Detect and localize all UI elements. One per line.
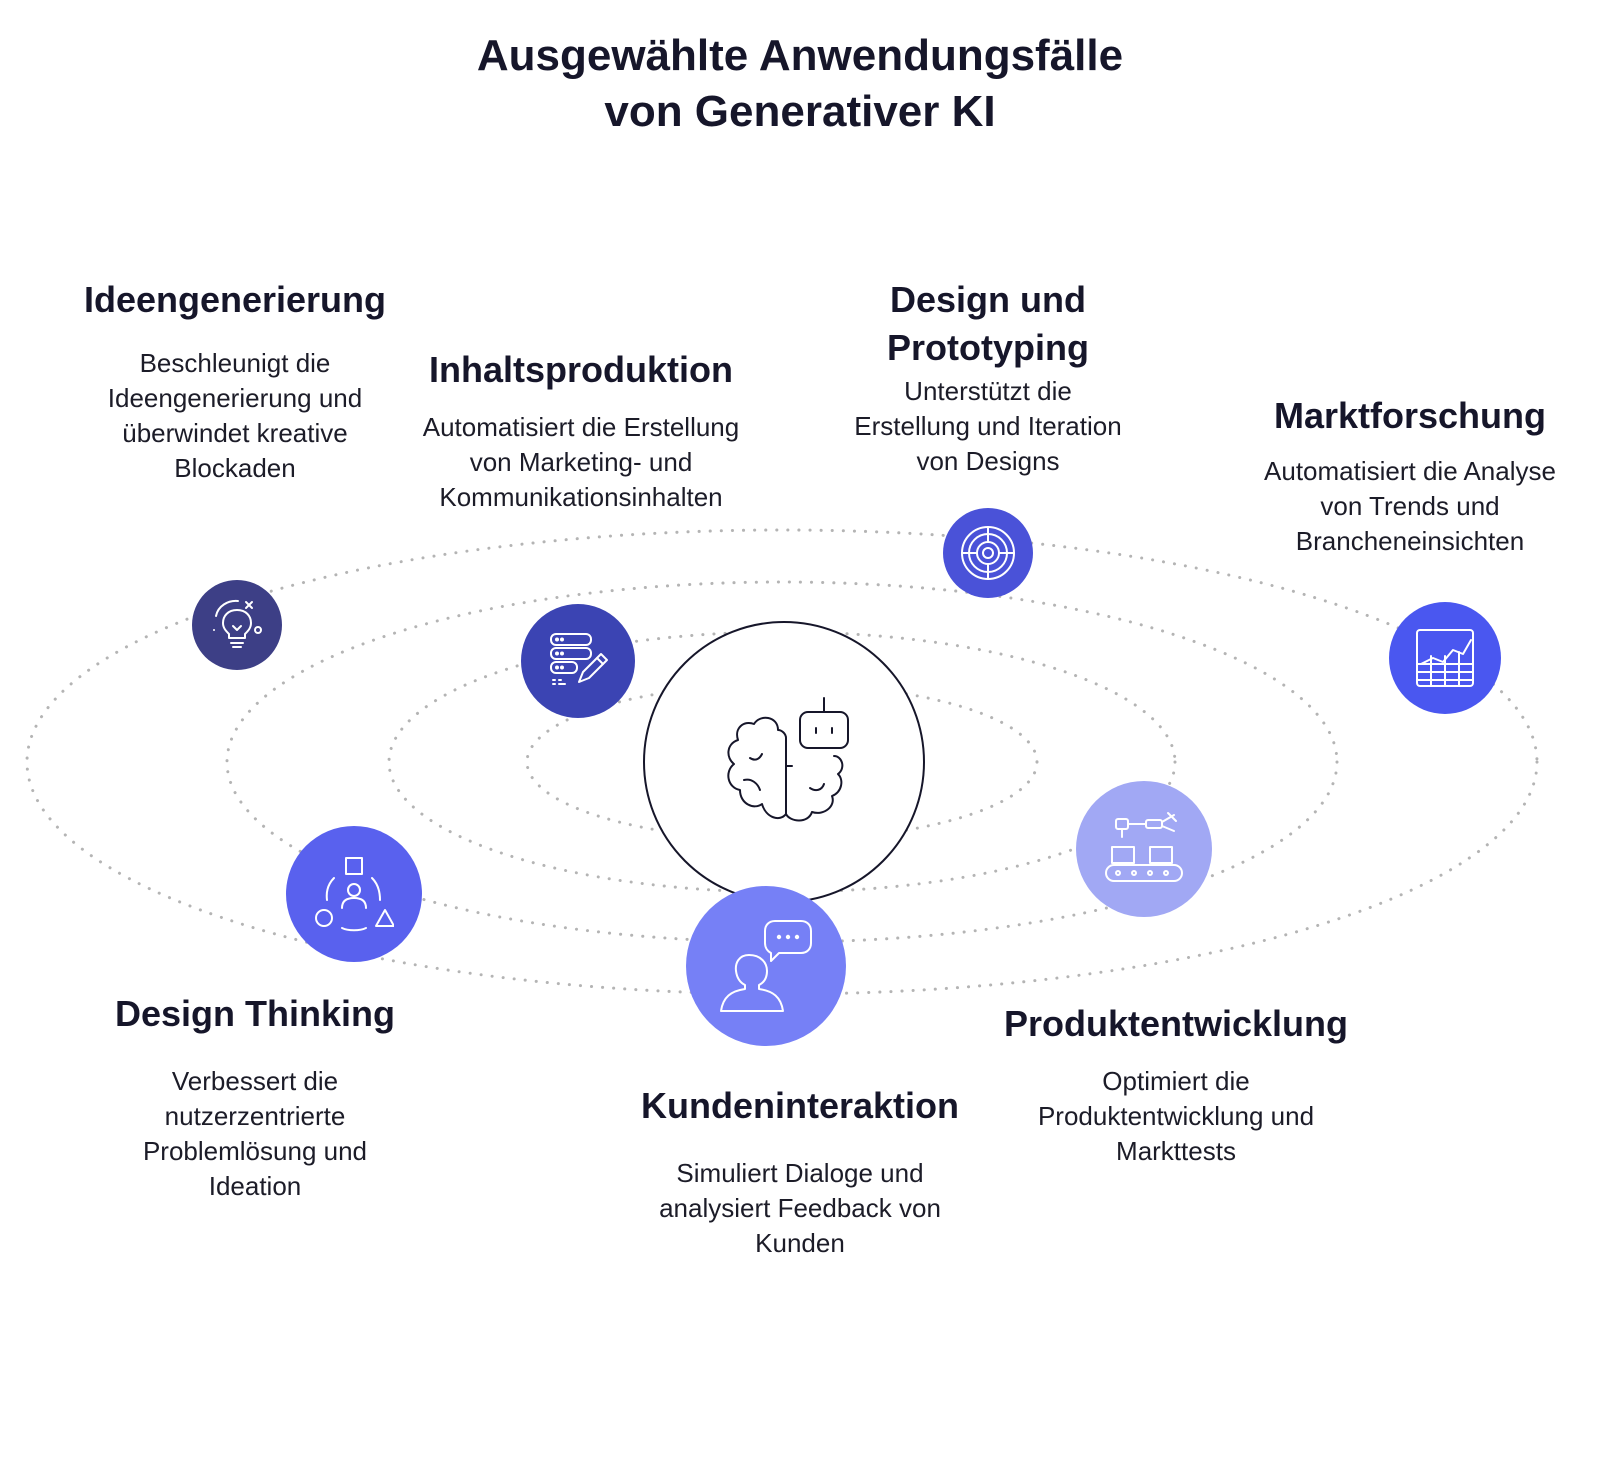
person-chat-icon xyxy=(720,920,812,1012)
page-title: Ausgewählte Anwendungsfälle von Generati… xyxy=(0,28,1600,140)
description-kundeninteraktion: Simuliert Dialoge und analysiert Feedbac… xyxy=(659,1158,941,1258)
description-produktentwicklung: Optimiert die Produktentwicklung und Mar… xyxy=(1037,1066,1315,1166)
heading-design-prototyping: Design und Prototyping xyxy=(887,279,1089,368)
chart-table-icon xyxy=(1416,629,1474,687)
title-line-2: von Generativer KI xyxy=(604,87,996,136)
title-line-1: Ausgewählte Anwendungsfälle xyxy=(476,31,1124,80)
label-design-thinking: Design Thinking Verbessert die nutzerzen… xyxy=(90,990,420,1204)
description-design-thinking: Verbessert die nutzerzentrierte Probleml… xyxy=(142,1066,368,1201)
node-inhaltsproduktion[interactable] xyxy=(521,604,635,718)
target-gear-icon xyxy=(961,526,1015,580)
orbit-ring-2 xyxy=(225,580,1339,944)
label-inhaltsproduktion: Inhaltsproduktion Automatisiert die Erst… xyxy=(386,346,776,515)
heading-inhaltsproduktion: Inhaltsproduktion xyxy=(429,349,733,390)
label-design-prototyping: Design und Prototyping Unterstützt die E… xyxy=(818,276,1158,479)
node-marktforschung[interactable] xyxy=(1389,602,1501,714)
node-ideengenerierung[interactable] xyxy=(192,580,282,670)
label-ideengenerierung: Ideengenerierung Beschleunigt die Ideeng… xyxy=(60,276,410,486)
shapes-person-icon xyxy=(315,857,394,932)
content-edit-icon xyxy=(550,633,608,685)
node-produktentwicklung[interactable] xyxy=(1076,781,1212,917)
orbit-ring-4 xyxy=(525,682,1039,842)
description-marktforschung: Automatisiert die Analyse von Trends und… xyxy=(1264,456,1556,556)
lightbulb-icon xyxy=(213,599,262,648)
heading-produktentwicklung: Produktentwicklung xyxy=(1003,1003,1349,1044)
label-kundeninteraktion: Kundeninteraktion Simuliert Dialoge und … xyxy=(610,1082,990,1261)
description-inhaltsproduktion: Automatisiert die Erstellung von Marketi… xyxy=(422,412,740,512)
label-produktentwicklung: Produktentwicklung Optimiert die Produkt… xyxy=(976,1000,1376,1169)
node-kundeninteraktion[interactable] xyxy=(686,886,846,1046)
brain-robot-icon xyxy=(720,696,870,838)
label-marktforschung: Marktforschung Automatisiert die Analyse… xyxy=(1230,392,1590,559)
conveyor-robot-icon xyxy=(1105,812,1183,882)
heading-kundeninteraktion: Kundeninteraktion xyxy=(640,1085,959,1126)
orbit-ring-1 xyxy=(25,528,1539,996)
heading-marktforschung: Marktforschung xyxy=(1273,395,1547,436)
heading-design-thinking: Design Thinking xyxy=(114,993,395,1034)
description-design-prototyping: Unterstützt die Erstellung und Iteration… xyxy=(854,376,1122,476)
node-design-prototyping[interactable] xyxy=(943,508,1033,598)
heading-ideengenerierung: Ideengenerierung xyxy=(83,279,387,320)
description-ideengenerierung: Beschleunigt die Ideengenerierung und üb… xyxy=(107,348,363,483)
node-design-thinking[interactable] xyxy=(286,826,422,962)
